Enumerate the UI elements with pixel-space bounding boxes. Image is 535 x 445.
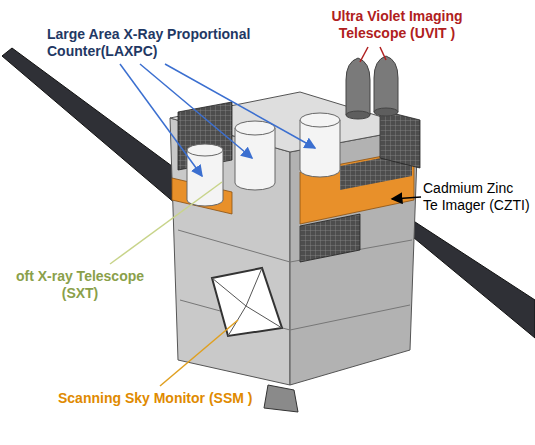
part-label: Scanning Sky Monitor (SSM ) (58, 390, 252, 407)
ssm-unit (212, 268, 282, 336)
uvit-telescope (346, 56, 398, 119)
laxpc-cylinder (187, 113, 340, 206)
part-label: oft X-ray Telescope (SXT) (4, 268, 156, 302)
part-label: Cadmium Zinc Te Imager (CZTI) (423, 180, 531, 214)
solar-panel (402, 220, 535, 338)
part-label: Large Area X-Ray Proportional Counter(LA… (47, 26, 272, 60)
thruster (264, 385, 298, 412)
part-label: Ultra Violet Imaging Telescope (UVIT ) (318, 8, 476, 42)
solar-panel (2, 48, 180, 204)
